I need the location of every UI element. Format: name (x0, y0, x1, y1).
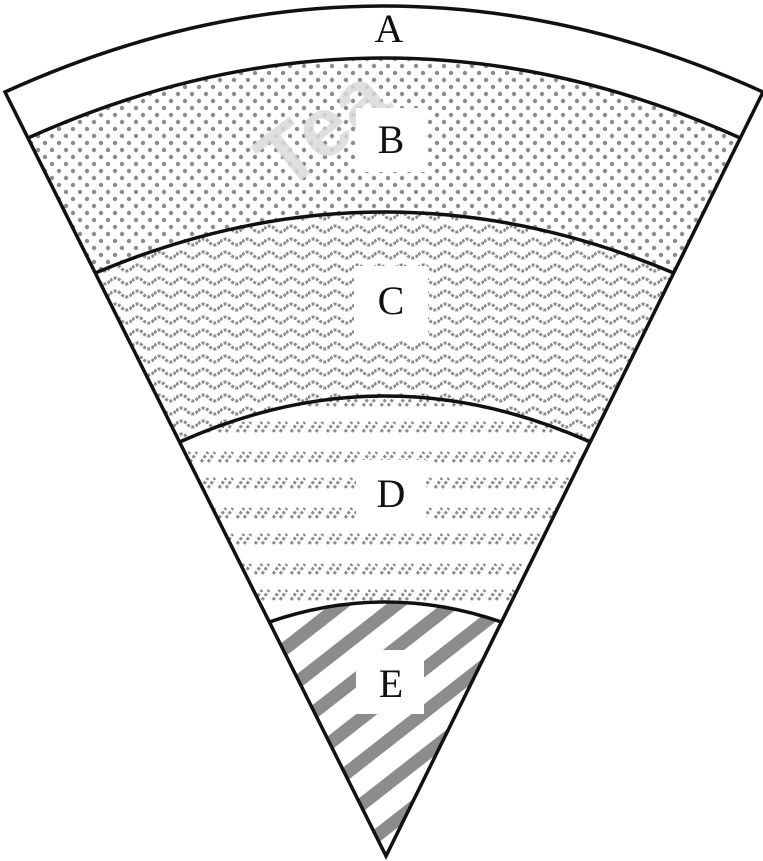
label-c-bg (354, 266, 428, 338)
layer-d-label: D (377, 471, 406, 516)
layer-e-label: E (379, 661, 403, 706)
layer-b-label: B (378, 117, 405, 162)
boundary-b-c-line (94, 210, 675, 275)
layer-a-label: A (375, 6, 404, 51)
label-b-bg (356, 108, 426, 172)
label-a-bg (360, 4, 418, 50)
layer-outlines (2, 4, 763, 860)
layer-e-region (269, 602, 502, 856)
layer-c-label: C (378, 278, 405, 323)
label-d-bg (356, 460, 426, 528)
boundary-c-d-line (178, 394, 592, 444)
label-backgrounds (354, 4, 428, 714)
layer-labels: A B C D E (375, 6, 406, 706)
label-e-bg (356, 650, 424, 714)
boundary-d-e-line (268, 600, 503, 624)
outer-boundary-line (2, 4, 763, 860)
boundary-a-b-line (27, 56, 742, 140)
layer-a-region (5, 6, 763, 138)
